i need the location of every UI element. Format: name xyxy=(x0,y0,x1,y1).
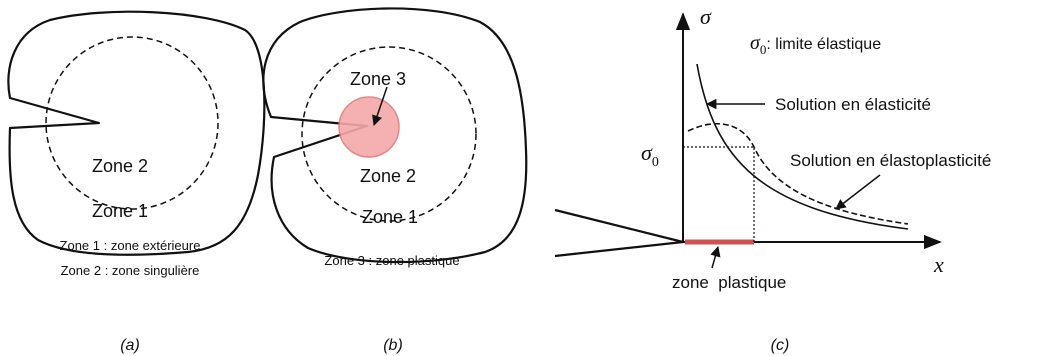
panel-c-elastoplastic-curve xyxy=(687,123,909,225)
panel-c-crack-upper-face xyxy=(554,208,684,244)
panel-a: Zone 2 Zone 1 Zone 1 : zone extérieure Z… xyxy=(7,10,266,354)
panel-b-singular-zone-boundary xyxy=(301,46,477,222)
panel-b-plastic-zone xyxy=(338,96,400,158)
panel-c-sigma0-guide xyxy=(683,146,755,242)
panel-c-legend: σ0: limite élastique xyxy=(750,32,881,57)
panel-b-caption: (b) xyxy=(383,337,403,354)
panel-c-y-axis-symbol: σ xyxy=(700,4,712,29)
panel-a-zone2-label: Zone 2 xyxy=(92,156,148,176)
panel-c-sigma0-subscript: 0 xyxy=(652,155,659,170)
panel-b-zone1-label: Zone 1 xyxy=(362,207,418,227)
panel-c-elastic-label: Solution en élasticité xyxy=(775,95,931,114)
panel-b: Zone 3 Zone 2 Zone 1 Zone 3 : zone plast… xyxy=(262,7,528,354)
panel-b-legend-line1: Zone 3 : zone plastique xyxy=(324,253,459,268)
panel-a-zone1-label: Zone 1 xyxy=(92,201,148,221)
panel-c-legend-sigma-subscript: 0 xyxy=(760,42,767,57)
panel-c-legend-text: : limite élastique xyxy=(766,36,881,53)
panel-b-zone3-label: Zone 3 xyxy=(350,69,406,89)
panel-c-x-axis-symbol: x xyxy=(933,252,944,277)
panel-c-crack-lower-face xyxy=(554,240,684,258)
panel-a-caption: (a) xyxy=(120,337,140,354)
panel-c-caption: (c) xyxy=(771,337,790,354)
panel-c-legend-sigma-symbol: σ xyxy=(750,32,761,54)
panel-a-legend-line1: Zone 1 : zone extérieure xyxy=(60,238,201,253)
panel-c-elastoplastic-arrow xyxy=(835,174,881,210)
panel-c-elastoplastic-label: Solution en élastoplasticité xyxy=(790,151,991,170)
panel-a-legend-line2: Zone 2 : zone singulière xyxy=(61,263,200,278)
panel-c-sigma0-symbol: σ xyxy=(641,140,653,165)
panel-c-plastic-zone-arrow xyxy=(710,245,721,269)
panel-a-body-outline xyxy=(7,10,266,256)
panel-b-zone3-arrow xyxy=(372,86,388,126)
panel-a-singular-zone-boundary xyxy=(45,36,219,210)
panel-b-zone2-label: Zone 2 xyxy=(360,166,416,186)
panel-b-body-outline xyxy=(262,7,528,264)
panel-c: σ x σ0 σ0: limite élastique Solution en … xyxy=(554,4,991,354)
panel-c-sigma0-label: σ0 xyxy=(641,140,659,170)
panel-c-elastic-curve xyxy=(696,63,909,230)
panel-c-plastic-zone-label: zone plastique xyxy=(672,273,786,292)
